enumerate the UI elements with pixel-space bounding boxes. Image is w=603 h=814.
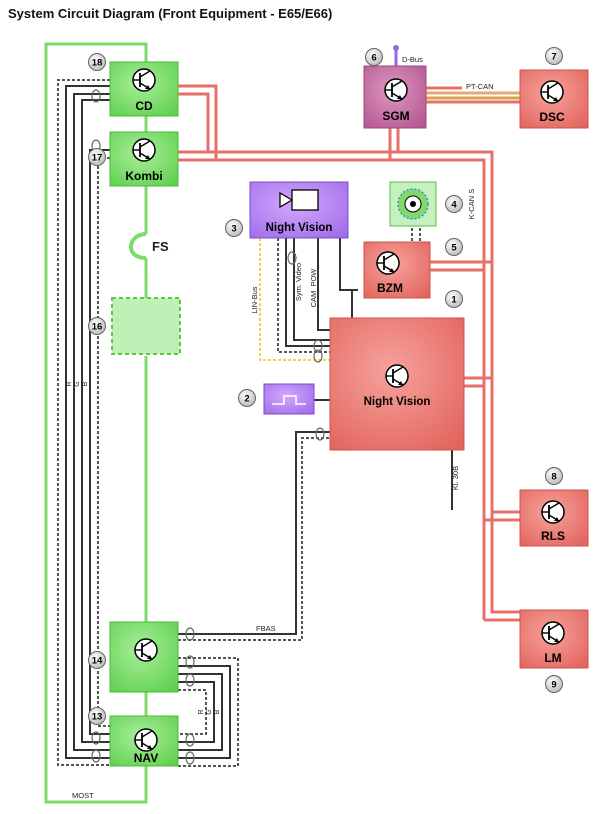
page-title: System Circuit Diagram (Front Equipment …: [8, 6, 333, 21]
nav-upper-module[interactable]: [109, 621, 179, 693]
svg-text:16: 16: [92, 322, 103, 333]
transistor-icon: [540, 80, 564, 104]
kcans-label: K-CAN S: [467, 189, 476, 219]
badges: 18 17 16 14 13 6 7 3 4 5 1 2 8 9: [88, 47, 563, 725]
lm-module[interactable]: LM: [519, 609, 589, 669]
svg-text:9: 9: [551, 680, 556, 691]
rls-label: RLS: [541, 529, 565, 543]
svg-text:7: 7: [551, 52, 556, 63]
svg-text:1: 1: [451, 295, 457, 306]
rgb-nav-r: R: [198, 709, 205, 714]
badge-14: 14: [88, 651, 106, 669]
svg-text:17: 17: [92, 153, 103, 164]
transistor-icon: [541, 621, 565, 645]
night-vision-ecu[interactable]: Night Vision: [329, 317, 465, 451]
campow-label: CAM_POW: [309, 268, 318, 308]
transistor-icon: [132, 68, 156, 92]
cd-module[interactable]: CD: [109, 61, 179, 117]
badge-6: 6: [365, 48, 383, 66]
badge-13: 13: [88, 707, 106, 725]
kombi-label: Kombi: [125, 169, 162, 183]
fs-splice: [129, 232, 163, 260]
badge-3: 3: [225, 219, 243, 237]
nv-camera-label: Night Vision: [266, 222, 333, 234]
pt-can-wires: [426, 91, 520, 100]
dsc-module[interactable]: DSC: [519, 69, 589, 129]
kl30b-label: Kl. 30B: [451, 466, 460, 490]
rls-module[interactable]: RLS: [519, 489, 589, 547]
transistor-icon: [541, 500, 565, 524]
svg-text:3: 3: [231, 224, 236, 235]
svg-text:4: 4: [451, 200, 457, 211]
rgb-left-g: G: [74, 381, 81, 386]
transistor-icon: [384, 78, 408, 102]
camera-icon: [279, 189, 319, 211]
symvideo-label: Sym. Video: [294, 263, 303, 301]
module-16-placeholder[interactable]: [111, 297, 181, 355]
dbus-label: D-Bus: [402, 55, 423, 64]
dsc-label: DSC: [539, 110, 565, 124]
night-vision-camera[interactable]: Night Vision: [249, 181, 349, 239]
badge-18: 18: [88, 53, 106, 71]
rgb-nav-b: B: [214, 709, 221, 714]
most-label: MOST: [72, 791, 94, 800]
switch-icon: [272, 395, 306, 405]
fs-label: FS: [152, 239, 169, 254]
svg-text:14: 14: [92, 656, 103, 667]
linbus-label: LIN-Bus: [250, 286, 259, 313]
wire-labels: D-Bus PT-CAN K-CAN S LIN-Bus Sym. Video …: [66, 55, 494, 800]
nav-module[interactable]: NAV: [109, 715, 179, 767]
badge-16: 16: [88, 317, 106, 335]
nav-interconnect: [178, 657, 239, 767]
transistor-icon: [134, 638, 158, 662]
d-bus: [393, 45, 399, 66]
lm-label: LM: [544, 651, 561, 665]
badge-2: 2: [238, 389, 256, 407]
buzzer[interactable]: [389, 181, 437, 227]
svg-text:6: 6: [371, 53, 376, 64]
kombi-module[interactable]: Kombi: [109, 131, 179, 187]
transistor-icon: [132, 138, 156, 162]
ptcan-label: PT-CAN: [466, 82, 494, 91]
bzm-module[interactable]: BZM: [363, 241, 431, 299]
speaker-icon: [397, 188, 429, 220]
sgm-label: SGM: [382, 109, 409, 123]
rgb-nav-g: G: [206, 709, 213, 714]
cd-label: CD: [135, 99, 153, 113]
bzm-label: BZM: [377, 281, 403, 295]
nv-ecu-label: Night Vision: [364, 396, 431, 408]
transistor-icon: [134, 728, 158, 752]
badge-8: 8: [545, 467, 563, 485]
badge-5: 5: [445, 238, 463, 256]
transistor-icon: [385, 364, 409, 388]
badge-17: 17: [88, 148, 106, 166]
svg-text:2: 2: [244, 394, 249, 405]
badge-7: 7: [545, 47, 563, 65]
nv-switch[interactable]: [263, 383, 315, 415]
svg-text:13: 13: [92, 712, 103, 723]
fbas-wire: [178, 431, 330, 641]
rgb-left-b: B: [82, 381, 89, 386]
nav-label: NAV: [134, 751, 158, 765]
svg-text:18: 18: [92, 58, 103, 69]
badge-9: 9: [545, 675, 563, 693]
kcan-wires: [178, 84, 520, 622]
badge-1: 1: [445, 290, 463, 308]
svg-text:8: 8: [551, 472, 556, 483]
camera-wires: [259, 238, 358, 361]
transistor-icon: [376, 251, 400, 275]
fbas-label: FBAS: [256, 624, 276, 633]
most-bus: [44, 42, 148, 804]
sgm-module[interactable]: SGM: [363, 65, 427, 129]
svg-text:5: 5: [451, 243, 457, 254]
rgb-left-r: R: [66, 381, 73, 386]
badge-4: 4: [445, 195, 463, 213]
